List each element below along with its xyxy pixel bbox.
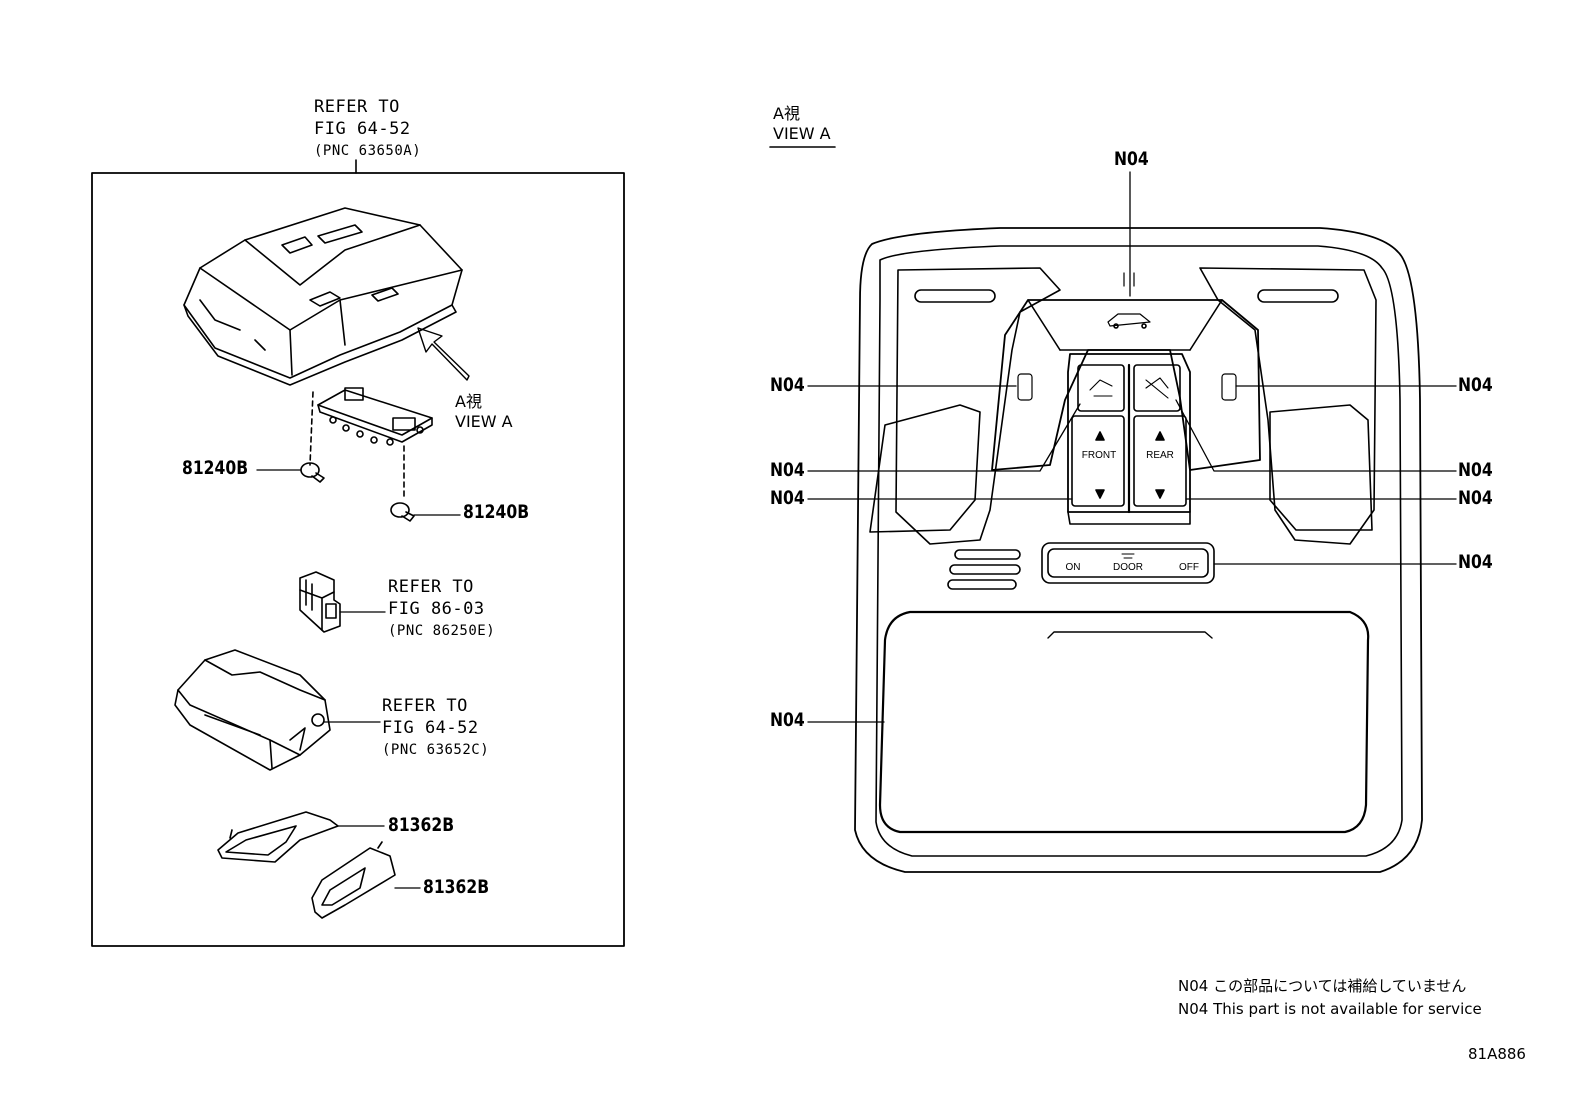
callout-n04-right-2: N04 [1458,459,1493,481]
top-ref-line1: REFER TO [314,97,400,117]
door-switch-label: DOOR [1113,562,1143,573]
figure-id: 81A886 [1468,1045,1526,1063]
lamp-ref-block: REFER TO FIG 64-52 (PNC 63652C) [382,695,489,761]
view-a-title-en: VIEW A [773,124,831,143]
switch-ref-block: REFER TO FIG 86-03 (PNC 86250E) [388,576,495,642]
console-front-drawing [854,227,1423,873]
view-a-title-jp: A視 [773,104,800,123]
leader-n04-left-2 [807,403,1081,472]
left-parts-frame [91,172,625,947]
view-a-arrow [417,327,470,381]
off-switch-label: OFF [1179,562,1199,573]
bulb-left-drawing [300,462,325,483]
on-switch-label: ON [1066,562,1081,573]
top-ref-line2: FIG 64-52 [314,119,411,139]
part-number-cover-2: 81362B [423,876,490,898]
view-a-arrow-label: A視 VIEW A [455,392,513,432]
cover-2-drawing [311,841,396,919]
callout-n04-right-1: N04 [1458,374,1493,396]
callout-n04-left-1: N04 [770,374,805,396]
service-note-jp: N04 この部品については補給していません [1178,977,1467,995]
lamp-housing-drawing [174,649,331,771]
part-number-bulb-right: 81240B [463,501,530,523]
callout-n04-left-4: N04 [770,709,805,731]
callout-n04-left-3: N04 [770,487,805,509]
switch-ref-line3: (PNC 86250E) [388,623,496,639]
cover-1-drawing [217,811,339,863]
switch-ref-line1: REFER TO [388,577,474,597]
leader-n04-right-2 [1175,399,1457,472]
board-dashed-leader-left [309,391,314,466]
top-ref-block: REFER TO FIG 64-52 (PNC 63650A) [314,96,421,162]
service-note-en: N04 This part is not available for servi… [1178,1000,1482,1018]
switch-drawing [299,571,341,633]
callout-n04-right-3: N04 [1458,487,1493,509]
callout-n04-left-2: N04 [770,459,805,481]
switch-ref-line2: FIG 86-03 [388,599,485,619]
rear-button-label: REAR [1146,450,1174,461]
lamp-ref-line1: REFER TO [382,696,468,716]
lamp-ref-line3: (PNC 63652C) [382,742,490,758]
bulb-right-drawing [390,502,415,522]
callout-n04-top: N04 [1114,148,1149,170]
part-number-cover-1: 81362B [388,814,455,836]
circuit-board-drawing [317,387,433,446]
view-a-arrow-jp: A視 [455,392,482,411]
lamp-ref-line2: FIG 64-52 [382,718,479,738]
view-a-title: A視 VIEW A [773,104,831,144]
console-housing-drawing [183,207,463,386]
front-button-label: FRONT [1082,450,1116,461]
callout-n04-right-4: N04 [1458,551,1493,573]
view-a-arrow-en: VIEW A [455,412,513,431]
part-number-bulb-left: 81240B [182,457,249,479]
top-ref-line3: (PNC 63650A) [314,143,422,159]
